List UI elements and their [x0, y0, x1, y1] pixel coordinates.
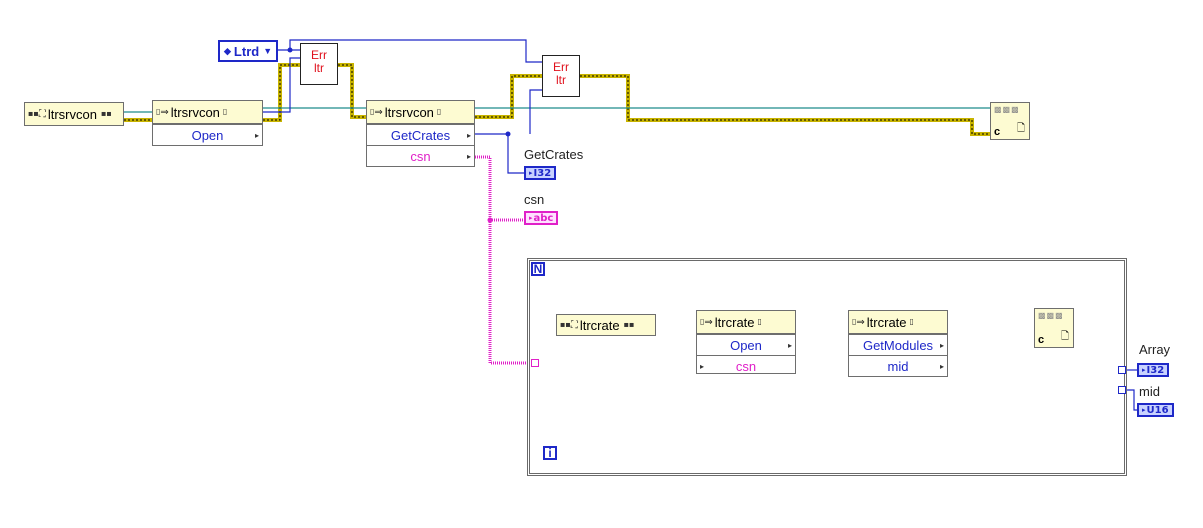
array-indicator-label: Array [1139, 342, 1171, 357]
output-arrow-icon: ▸ [466, 151, 471, 161]
csn-indicator-label: csn [524, 192, 545, 207]
arrow-right-icon: ⇒ [160, 106, 169, 118]
for-loop[interactable] [527, 258, 1127, 476]
mid-indicator[interactable]: ▸ U16 [1137, 403, 1174, 417]
close-pattern-icon: ▩▩▩ [1038, 311, 1064, 320]
close-ltrsrvcon[interactable]: ▩▩▩ c 🗋 [990, 102, 1030, 140]
indicator-arrow-icon: ▸ [1142, 366, 1146, 374]
output-arrow-icon: ▸ [254, 130, 259, 140]
ltrsrvcon-const-label: ltrsrvcon [47, 106, 97, 122]
ltrsrvcon-getcrates-node[interactable]: ▯ ⇒ ltrsrvcon ▯ GetCrates ▸ csn ▸ [366, 100, 475, 167]
node-header: ▯ ⇒ ltrcrate ▯ [697, 311, 795, 334]
ltr-label: ltr [314, 61, 324, 75]
method-open[interactable]: Open ▸ [697, 334, 795, 355]
err-label: Err [553, 60, 569, 74]
doc-small-icon: ▯ [370, 107, 375, 116]
node-class-label: ltrcrate [714, 314, 755, 330]
refnum-small-icon: ▪▪ [28, 109, 39, 118]
csn-indicator[interactable]: ▸ abc [524, 211, 559, 225]
method-label: mid [887, 358, 909, 374]
doc-small-icon: ▯ [156, 107, 161, 116]
ltrcrate-const-label: ltrcrate [579, 317, 620, 333]
indicator-type: U16 [1146, 404, 1169, 416]
ltrd-ring-constant[interactable]: ◆ Ltrd ▼ [218, 40, 279, 62]
node-header: ▯ ⇒ ltrcrate ▯ [849, 311, 947, 334]
doc-small-icon: ▯ [909, 317, 914, 326]
indicator-type: abc [533, 212, 554, 224]
iteration-terminal-label: i [548, 446, 552, 460]
method-getmodules[interactable]: GetModules ▸ [849, 334, 947, 355]
method-open[interactable]: Open ▸ [153, 124, 262, 145]
array-output-tunnel[interactable] [1118, 366, 1126, 374]
node-class-label: ltrsrvcon [384, 104, 434, 120]
ltrd-label: Ltrd [233, 43, 260, 59]
indicator-type: I32 [1146, 364, 1165, 376]
arrow-right-icon: ⇒ [856, 316, 865, 328]
doc-small-icon: ▯ [222, 107, 228, 116]
ring-increment-icon: ◆ [224, 45, 231, 56]
node-class-label: ltrcrate [866, 314, 907, 330]
refnum-small-icon: ▪▪ [560, 320, 571, 329]
ltrcrate-constructor[interactable]: ▪▪ ⛶ ltrcrate ▪▪ [556, 314, 656, 336]
ltrsrvcon-constructor[interactable]: ▪▪ ⛶ ltrsrvcon ▪▪ [24, 102, 124, 126]
method-label: Open [730, 337, 762, 353]
output-arrow-icon: ▸ [466, 130, 471, 140]
node-class-label: ltrsrvcon [170, 104, 220, 120]
document-icon: 🗋 [1016, 123, 1025, 134]
arrow-right-icon: ⇒ [704, 316, 713, 328]
loop-count-terminal[interactable]: N [531, 262, 545, 276]
array-indicator[interactable]: ▸ I32 [1137, 363, 1170, 377]
err-ltr-subvi-1[interactable]: Err ltr [300, 43, 338, 85]
close-pattern-icon: ▩▩▩ [994, 105, 1020, 114]
close-symbol: c [1038, 334, 1045, 346]
output-arrow-icon: ▸ [939, 340, 944, 350]
indicator-arrow-icon: ▸ [1142, 406, 1146, 414]
doc-small-icon: ▯ [700, 317, 705, 326]
count-terminal-label: N [533, 262, 543, 276]
indicator-arrow-icon: ▸ [529, 214, 533, 222]
loop-iteration-terminal[interactable]: i [543, 446, 557, 460]
err-ltr-subvi-2[interactable]: Err ltr [542, 55, 580, 97]
doc-small-icon: ▯ [436, 107, 442, 116]
close-ltrcrate[interactable]: ▩▩▩ c 🗋 [1034, 308, 1074, 348]
document-icon: 🗋 [1060, 331, 1069, 342]
dropdown-arrow-icon[interactable]: ▼ [263, 46, 273, 56]
ltrsrvcon-constructor-icon: ⛶ [38, 108, 46, 120]
doc-small-icon: ▯ [852, 317, 857, 326]
node-header: ▯ ⇒ ltrsrvcon ▯ [367, 101, 474, 124]
refnum-small-icon: ▪▪ [100, 109, 112, 118]
ltrcrate-getmodules-node[interactable]: ▯ ⇒ ltrcrate ▯ GetModules ▸ mid ▸ [848, 310, 948, 377]
getcrates-indicator[interactable]: ▸ I32 [524, 166, 557, 180]
arrow-right-icon: ⇒ [374, 106, 383, 118]
indicator-type: I32 [533, 167, 552, 179]
property-csn[interactable]: ▸ csn [697, 355, 795, 376]
method-getcrates[interactable]: GetCrates ▸ [367, 124, 474, 145]
method-label: csn [735, 358, 757, 374]
method-label: GetCrates [390, 127, 451, 143]
csn-input-tunnel[interactable] [531, 359, 539, 367]
output-arrow-icon: ▸ [939, 361, 944, 371]
method-csn[interactable]: csn ▸ [367, 145, 474, 166]
ltr-label: ltr [556, 73, 566, 87]
close-symbol: c [994, 126, 1001, 138]
ltrcrate-constructor-icon: ⛶ [570, 319, 578, 331]
err-label: Err [311, 48, 327, 62]
mid-output-tunnel[interactable] [1118, 386, 1126, 394]
getcrates-indicator-label: GetCrates [524, 147, 584, 162]
output-arrow-icon: ▸ [787, 340, 792, 350]
method-label: GetModules [862, 337, 934, 353]
ltrsrvcon-open-node[interactable]: ▯ ⇒ ltrsrvcon ▯ Open ▸ [152, 100, 263, 146]
ltrcrate-open-node[interactable]: ▯ ⇒ ltrcrate ▯ Open ▸ ▸ csn [696, 310, 796, 374]
doc-small-icon: ▯ [757, 317, 762, 326]
method-label: csn [410, 148, 431, 164]
input-arrow-icon: ▸ [700, 361, 705, 371]
node-header: ▯ ⇒ ltrsrvcon ▯ [153, 101, 262, 124]
mid-indicator-label: mid [1139, 384, 1160, 399]
method-mid[interactable]: mid ▸ [849, 355, 947, 376]
method-label: Open [191, 127, 224, 143]
refnum-small-icon: ▪▪ [623, 320, 635, 329]
indicator-arrow-icon: ▸ [529, 169, 533, 177]
